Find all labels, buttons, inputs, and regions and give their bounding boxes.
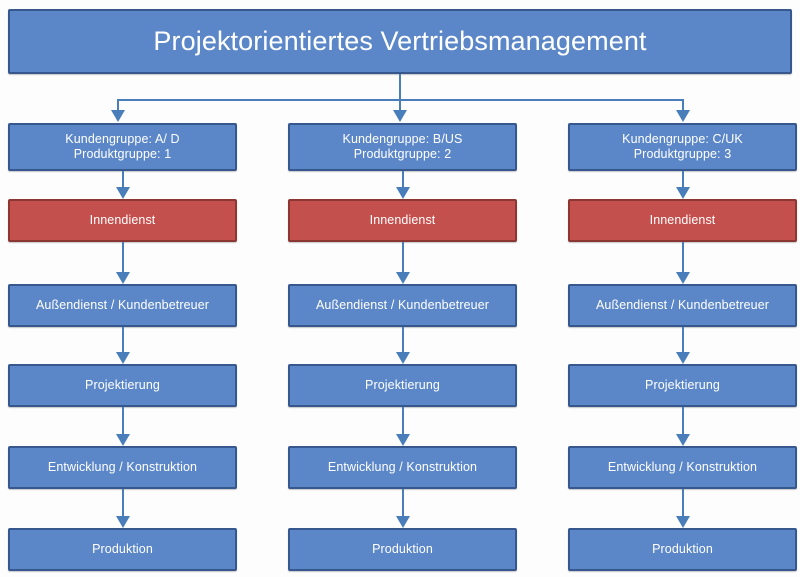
column-3-header-box: Kundengruppe: C/UK Produktgruppe: 3	[568, 123, 797, 171]
column-3-step-5-label: Produktion	[652, 542, 713, 557]
connector-branch-drop-3	[682, 99, 684, 112]
column-2-step-2-label: Außendienst / Kundenbetreuer	[315, 298, 490, 313]
column-1-step-5-label: Produktion	[92, 542, 153, 557]
connector-col3-projektierung-to-entwicklung	[681, 407, 684, 435]
arrowhead-col2-header-to-innendienst	[395, 187, 410, 199]
column-2-step-4-label: Entwicklung / Konstruktion	[327, 460, 478, 475]
arrowhead-col2-innendienst-to-aussendienst	[395, 272, 410, 284]
column-1-product-group: Produktgruppe: 1	[73, 147, 172, 161]
column-2-step-aussendienst: Außendienst / Kundenbetreuer	[288, 284, 517, 327]
column-2-customer-group: Kundengruppe: B/US	[342, 132, 463, 147]
arrowhead-col1-aussendienst-to-projektierung	[115, 352, 130, 364]
column-1-step-4-label: Entwicklung / Konstruktion	[47, 460, 198, 475]
column-2-step-1-label: Innendienst	[369, 213, 436, 228]
arrowhead-col2-entwicklung-to-produktion	[395, 516, 410, 528]
connector-col2-aussendienst-to-projektierung	[401, 327, 404, 353]
column-3-step-3-label: Projektierung	[645, 378, 720, 393]
connector-col1-aussendienst-to-projektierung	[121, 327, 124, 353]
arrowhead-col2-projektierung-to-entwicklung	[395, 434, 410, 446]
arrowhead-col1-innendienst-to-aussendienst	[115, 272, 130, 284]
column-3-product-group: Produktgruppe: 3	[633, 147, 732, 161]
arrowhead-branch-1	[111, 110, 125, 122]
column-2-step-3-label: Projektierung	[365, 378, 440, 393]
arrowhead-branch-3	[676, 110, 690, 122]
column-1-step-projektierung: Projektierung	[8, 364, 237, 407]
column-1-step-entwicklung: Entwicklung / Konstruktion	[8, 446, 237, 489]
arrowhead-col1-entwicklung-to-produktion	[115, 516, 130, 528]
arrowhead-col3-projektierung-to-entwicklung	[675, 434, 690, 446]
column-1-step-aussendienst: Außendienst / Kundenbetreuer	[8, 284, 237, 327]
connector-col2-innendienst-to-aussendienst	[401, 242, 404, 273]
connector-col1-header-to-innendienst	[121, 171, 124, 188]
column-3-step-entwicklung: Entwicklung / Konstruktion	[568, 446, 797, 489]
column-3-step-4-label: Entwicklung / Konstruktion	[607, 460, 758, 475]
arrowhead-col3-innendienst-to-aussendienst	[675, 272, 690, 284]
column-2-step-innendienst: Innendienst	[288, 199, 517, 242]
connector-branch-drop-2	[399, 99, 401, 112]
column-1-header-box: Kundengruppe: A/ D Produktgruppe: 1	[8, 123, 237, 171]
connector-branch-drop-1	[117, 99, 119, 112]
connector-col3-header-to-innendienst	[681, 171, 684, 188]
column-1-step-1-label: Innendienst	[89, 213, 156, 228]
connector-title-stem	[399, 74, 401, 100]
column-3-customer-group: Kundengruppe: C/UK	[622, 132, 743, 147]
arrowhead-col3-entwicklung-to-produktion	[675, 516, 690, 528]
diagram-title-text: Projektorientiertes Vertriebsmanagement	[153, 25, 647, 56]
arrowhead-col2-aussendienst-to-projektierung	[395, 352, 410, 364]
column-2-step-projektierung: Projektierung	[288, 364, 517, 407]
connector-col1-projektierung-to-entwicklung	[121, 407, 124, 435]
column-2-header-box: Kundengruppe: B/US Produktgruppe: 2	[288, 123, 517, 171]
column-2-step-5-label: Produktion	[372, 542, 433, 557]
connector-col3-innendienst-to-aussendienst	[681, 242, 684, 273]
column-1-step-innendienst: Innendienst	[8, 199, 237, 242]
column-3-step-projektierung: Projektierung	[568, 364, 797, 407]
column-2-step-produktion: Produktion	[288, 528, 517, 571]
column-3-step-1-label: Innendienst	[649, 213, 716, 228]
connector-col2-projektierung-to-entwicklung	[401, 407, 404, 435]
column-1-step-3-label: Projektierung	[85, 378, 160, 393]
column-3-step-produktion: Produktion	[568, 528, 797, 571]
arrowhead-branch-2	[393, 110, 407, 122]
connector-col2-header-to-innendienst	[401, 171, 404, 188]
column-1-step-produktion: Produktion	[8, 528, 237, 571]
column-2-product-group: Produktgruppe: 2	[353, 147, 452, 161]
column-2-step-entwicklung: Entwicklung / Konstruktion	[288, 446, 517, 489]
column-3-step-2-label: Außendienst / Kundenbetreuer	[595, 298, 770, 313]
column-3-step-aussendienst: Außendienst / Kundenbetreuer	[568, 284, 797, 327]
connector-col1-entwicklung-to-produktion	[121, 489, 124, 517]
arrowhead-col1-projektierung-to-entwicklung	[115, 434, 130, 446]
column-3-step-innendienst: Innendienst	[568, 199, 797, 242]
column-1-step-2-label: Außendienst / Kundenbetreuer	[35, 298, 210, 313]
column-1-customer-group: Kundengruppe: A/ D	[65, 132, 180, 147]
diagram-title-box: Projektorientiertes Vertriebsmanagement	[8, 9, 792, 74]
arrowhead-col3-header-to-innendienst	[675, 187, 690, 199]
connector-col1-innendienst-to-aussendienst	[121, 242, 124, 273]
arrowhead-col1-header-to-innendienst	[115, 187, 130, 199]
connector-col3-entwicklung-to-produktion	[681, 489, 684, 517]
connector-col2-entwicklung-to-produktion	[401, 489, 404, 517]
arrowhead-col3-aussendienst-to-projektierung	[675, 352, 690, 364]
connector-col3-aussendienst-to-projektierung	[681, 327, 684, 353]
